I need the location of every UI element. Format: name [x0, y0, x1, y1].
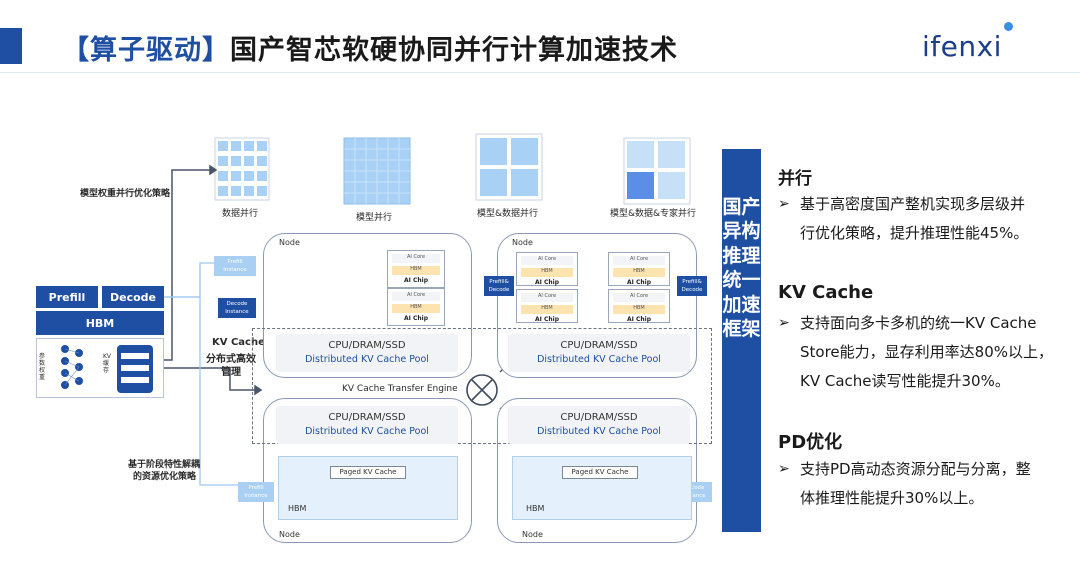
- node-label-tr: Node: [512, 238, 533, 247]
- hbm-small-label: HBM: [392, 304, 440, 313]
- section-title-kvcache: KV Cache: [778, 282, 874, 303]
- model-data-expert-parallel-grid-icon: [623, 137, 691, 205]
- kv-mgmt-line1: KV Cache: [212, 337, 265, 348]
- ai-chip-tr-4: AI Core HBM AI Chip: [608, 289, 670, 323]
- section-pd-text: 支持PD高动态资源分配与分离，整 体推理性能提升30%以上。: [800, 455, 1060, 513]
- ai-core-label: AI Core: [521, 293, 573, 302]
- section-title-parallel: 并行: [778, 169, 812, 189]
- prefill-instance-tag-bottom: Prefill Instance: [238, 482, 274, 502]
- node-label-tl: Node: [279, 238, 300, 247]
- kv-mgmt-line3: 管理: [221, 367, 241, 378]
- ai-chip-tr-2: AI Core HBM AI Chip: [516, 289, 578, 323]
- pool-bl-line2: Distributed KV Cache Pool: [305, 426, 429, 437]
- parallel-label-model-data: 模型&数据并行: [477, 209, 539, 219]
- stage-strategy-line2: 的资源优化策略: [133, 472, 197, 482]
- bullet-arrow-icon: ➢: [778, 315, 790, 331]
- pool-tr-line2: Distributed KV Cache Pool: [537, 354, 661, 365]
- parallel-label-data: 数据并行: [222, 209, 259, 219]
- title-main: 国产智芯软硬协同并行计算加速技术: [230, 35, 678, 66]
- pd-instance-tag-right: Prefill& Decode: [677, 276, 707, 296]
- neural-net-icon: [61, 345, 153, 393]
- model-data-parallel-grid-icon: [475, 133, 543, 201]
- section-title-pd: PD优化: [778, 432, 843, 453]
- decode-block: Decode: [102, 286, 164, 308]
- paged-kv-right: Paged KV Cache: [562, 466, 638, 479]
- section-kvcache-line3: KV Cache读写性能提升30%。: [800, 372, 1010, 390]
- ai-chip-label: AI Chip: [627, 279, 651, 286]
- section-pd-line2: 体推理性能提升30%以上。: [800, 489, 984, 507]
- pool-top-right: CPU/DRAM/SSD Distributed KV Cache Pool: [508, 334, 690, 372]
- section-kvcache-text: 支持面向多卡多机的统一KV Cache Store能力，显存利用率达80%以上，…: [800, 309, 1060, 396]
- ai-chip-tl-1: AI Core HBM AI Chip: [387, 250, 445, 288]
- hbm-small-label: HBM: [521, 305, 573, 314]
- page-title: 【算子驱动】国产智芯软硬协同并行计算加速技术: [62, 28, 678, 67]
- ai-chip-tr-3: AI Core HBM AI Chip: [608, 252, 670, 286]
- stage-strategy-line1: 基于阶段特性解耦: [128, 460, 201, 470]
- pool-bottom-right: CPU/DRAM/SSD Distributed KV Cache Pool: [508, 406, 690, 444]
- prefill-instance-tag: Prefill Instance: [214, 256, 256, 276]
- pool-br-line2: Distributed KV Cache Pool: [537, 426, 661, 437]
- ai-chip-tr-1: AI Core HBM AI Chip: [516, 252, 578, 286]
- node-label-br: Node: [522, 530, 543, 539]
- header-divider: [0, 72, 1080, 73]
- pool-bottom-left: CPU/DRAM/SSD Distributed KV Cache Pool: [276, 406, 458, 444]
- bullet-arrow-icon: ➢: [778, 196, 790, 212]
- ai-core-label: AI Core: [613, 293, 665, 302]
- logo-dot: [1004, 22, 1013, 31]
- parallel-label-model: 模型并行: [356, 213, 393, 223]
- pool-tr-line1: CPU/DRAM/SSD: [560, 340, 638, 351]
- section-pd-line1: 支持PD高动态资源分配与分离，整: [800, 460, 1031, 478]
- ai-core-label: AI Core: [613, 256, 665, 265]
- ai-core-label: AI Core: [392, 292, 440, 301]
- ai-chip-label: AI Chip: [535, 316, 559, 323]
- bullet-arrow-icon: ➢: [778, 461, 790, 477]
- decode-instance-tag: Decode Instance: [218, 298, 256, 318]
- title-tag: 【算子驱动】: [62, 35, 230, 66]
- kv-pool-band: [252, 328, 712, 444]
- data-parallel-grid-icon: [214, 137, 270, 201]
- section-kvcache-line1: 支持面向多卡多机的统一KV Cache: [800, 314, 1037, 332]
- ai-chip-label: AI Chip: [404, 277, 428, 284]
- hbm-small-label: HBM: [521, 268, 573, 277]
- parallel-label-model-data-expert: 模型&数据&专家并行: [610, 209, 697, 219]
- node-label-bl: Node: [279, 530, 300, 539]
- hbm-block: HBM: [36, 311, 164, 335]
- section-parallel-text: 基于高密度国产整机实现多层级并 行优化策略，提升推理性能45%。: [800, 190, 1060, 248]
- ai-chip-label: AI Chip: [535, 279, 559, 286]
- ai-core-label: AI Core: [521, 256, 573, 265]
- hbm-small-label: HBM: [613, 268, 665, 277]
- kv-mgmt-line2: 分布式高效: [206, 354, 256, 365]
- section-parallel-line2: 行优化策略，提升推理性能45%。: [800, 224, 1029, 242]
- header-accent-bar: [0, 28, 22, 64]
- kv-label: KV缓存: [103, 353, 112, 374]
- weight-strategy-label: 模型权重并行优化策略: [80, 189, 171, 199]
- transfer-engine-label: KV Cache Transfer Engine: [342, 384, 458, 394]
- pd-instance-tag-left: Prefill& Decode: [484, 276, 514, 296]
- params-label: 参数权重: [39, 353, 46, 381]
- section-parallel-line1: 基于高密度国产整机实现多层级并: [800, 195, 1026, 213]
- model-parallel-grid-icon: [343, 137, 411, 205]
- section-kvcache-line2: Store能力，显存利用率达80%以上，: [800, 343, 1053, 361]
- pool-top-left: CPU/DRAM/SSD Distributed KV Cache Pool: [276, 334, 458, 372]
- ai-chip-label: AI Chip: [404, 315, 428, 322]
- ai-core-label: AI Core: [392, 254, 440, 263]
- model-memory-box: 参数权重 KV缓存: [36, 338, 164, 398]
- pool-tl-line1: CPU/DRAM/SSD: [328, 340, 406, 351]
- ai-chip-tl-2: AI Core HBM AI Chip: [387, 288, 445, 326]
- pool-tl-line2: Distributed KV Cache Pool: [305, 354, 429, 365]
- pool-br-line1: CPU/DRAM/SSD: [560, 412, 638, 423]
- hbm-small-label: HBM: [392, 266, 440, 275]
- hbm-label-left: HBM: [288, 504, 307, 513]
- hbm-small-label: HBM: [613, 305, 665, 314]
- brand-logo: ifenxi: [922, 30, 1002, 63]
- pool-bl-line1: CPU/DRAM/SSD: [328, 412, 406, 423]
- framework-banner-text: 国产异构推理统一加速框架: [722, 196, 761, 341]
- hbm-label-right: HBM: [526, 504, 545, 513]
- framework-banner: 国产异构推理统一加速框架: [722, 149, 761, 532]
- ai-chip-label: AI Chip: [627, 316, 651, 323]
- prefill-block: Prefill: [36, 286, 98, 308]
- paged-kv-left: Paged KV Cache: [330, 466, 406, 479]
